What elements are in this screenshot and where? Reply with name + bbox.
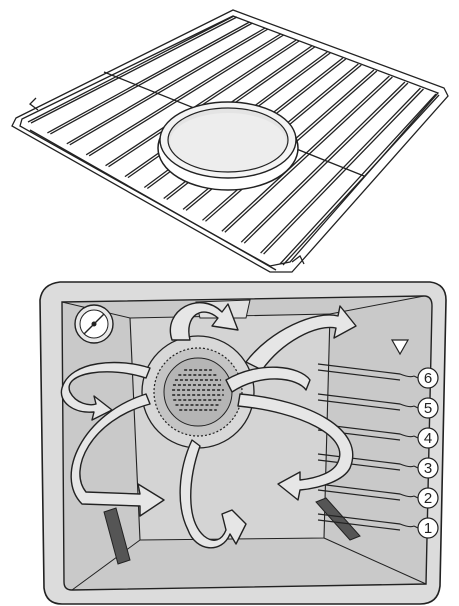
shelf-rail: [317, 483, 415, 498]
convection-fan-icon: [141, 335, 255, 449]
shelf-level-3-label: 3: [413, 457, 439, 479]
rack-wire: [243, 82, 409, 244]
rack-wire: [88, 34, 284, 157]
shelf-rail: [317, 489, 401, 501]
level-leader: [413, 495, 419, 499]
level-leader: [413, 435, 419, 439]
shelf-level-5-label: 5: [413, 397, 439, 419]
shelf-rail: [317, 513, 415, 528]
rack-wire: [47, 21, 250, 134]
shelf-level-6-label: 6: [413, 367, 439, 389]
shelf-rail: [317, 369, 401, 381]
rack-wire: [69, 28, 269, 146]
round-baking-pan-icon: [157, 101, 299, 191]
shelf-level-1-label: 1: [413, 517, 439, 539]
level-number: 6: [424, 370, 432, 387]
shelf-rail: [317, 393, 415, 408]
rack-wire: [260, 87, 421, 254]
rack-wire: [30, 16, 238, 124]
airflow-arrow-icon: [60, 302, 357, 549]
rack-wire: [279, 93, 437, 265]
shelf-rail: [317, 459, 401, 471]
rack-wire: [282, 94, 440, 266]
rack-wire: [27, 15, 235, 123]
rack-wire: [85, 33, 281, 156]
level-number: 4: [424, 430, 432, 447]
rack-wire: [240, 81, 406, 243]
level-leader: [413, 375, 419, 379]
level-number: 1: [424, 520, 432, 537]
shelf-level-4-label: 4: [413, 427, 439, 449]
rack-wire: [66, 27, 266, 145]
shelf-level-labels: 6 5 4 3 2 1: [413, 367, 439, 539]
shelf-rail: [317, 363, 415, 378]
level-leader: [413, 405, 419, 409]
rack-wire: [263, 88, 424, 255]
oven-lamp-icon: [74, 304, 114, 344]
rack-wire: [50, 22, 253, 135]
level-number: 3: [424, 460, 432, 477]
shelf-rail: [317, 399, 401, 411]
level-leader: [413, 525, 419, 529]
shelf-rail: [317, 453, 415, 468]
shelf-rail: [317, 519, 401, 531]
level-number: 5: [424, 400, 432, 417]
shelf-rail: [317, 423, 415, 438]
level-number: 2: [424, 490, 432, 507]
rack-wire: [224, 76, 393, 233]
shelf-level-2-label: 2: [413, 487, 439, 509]
rack-wire: [105, 39, 297, 167]
level-leader: [413, 465, 419, 469]
rack-wire: [221, 75, 390, 232]
